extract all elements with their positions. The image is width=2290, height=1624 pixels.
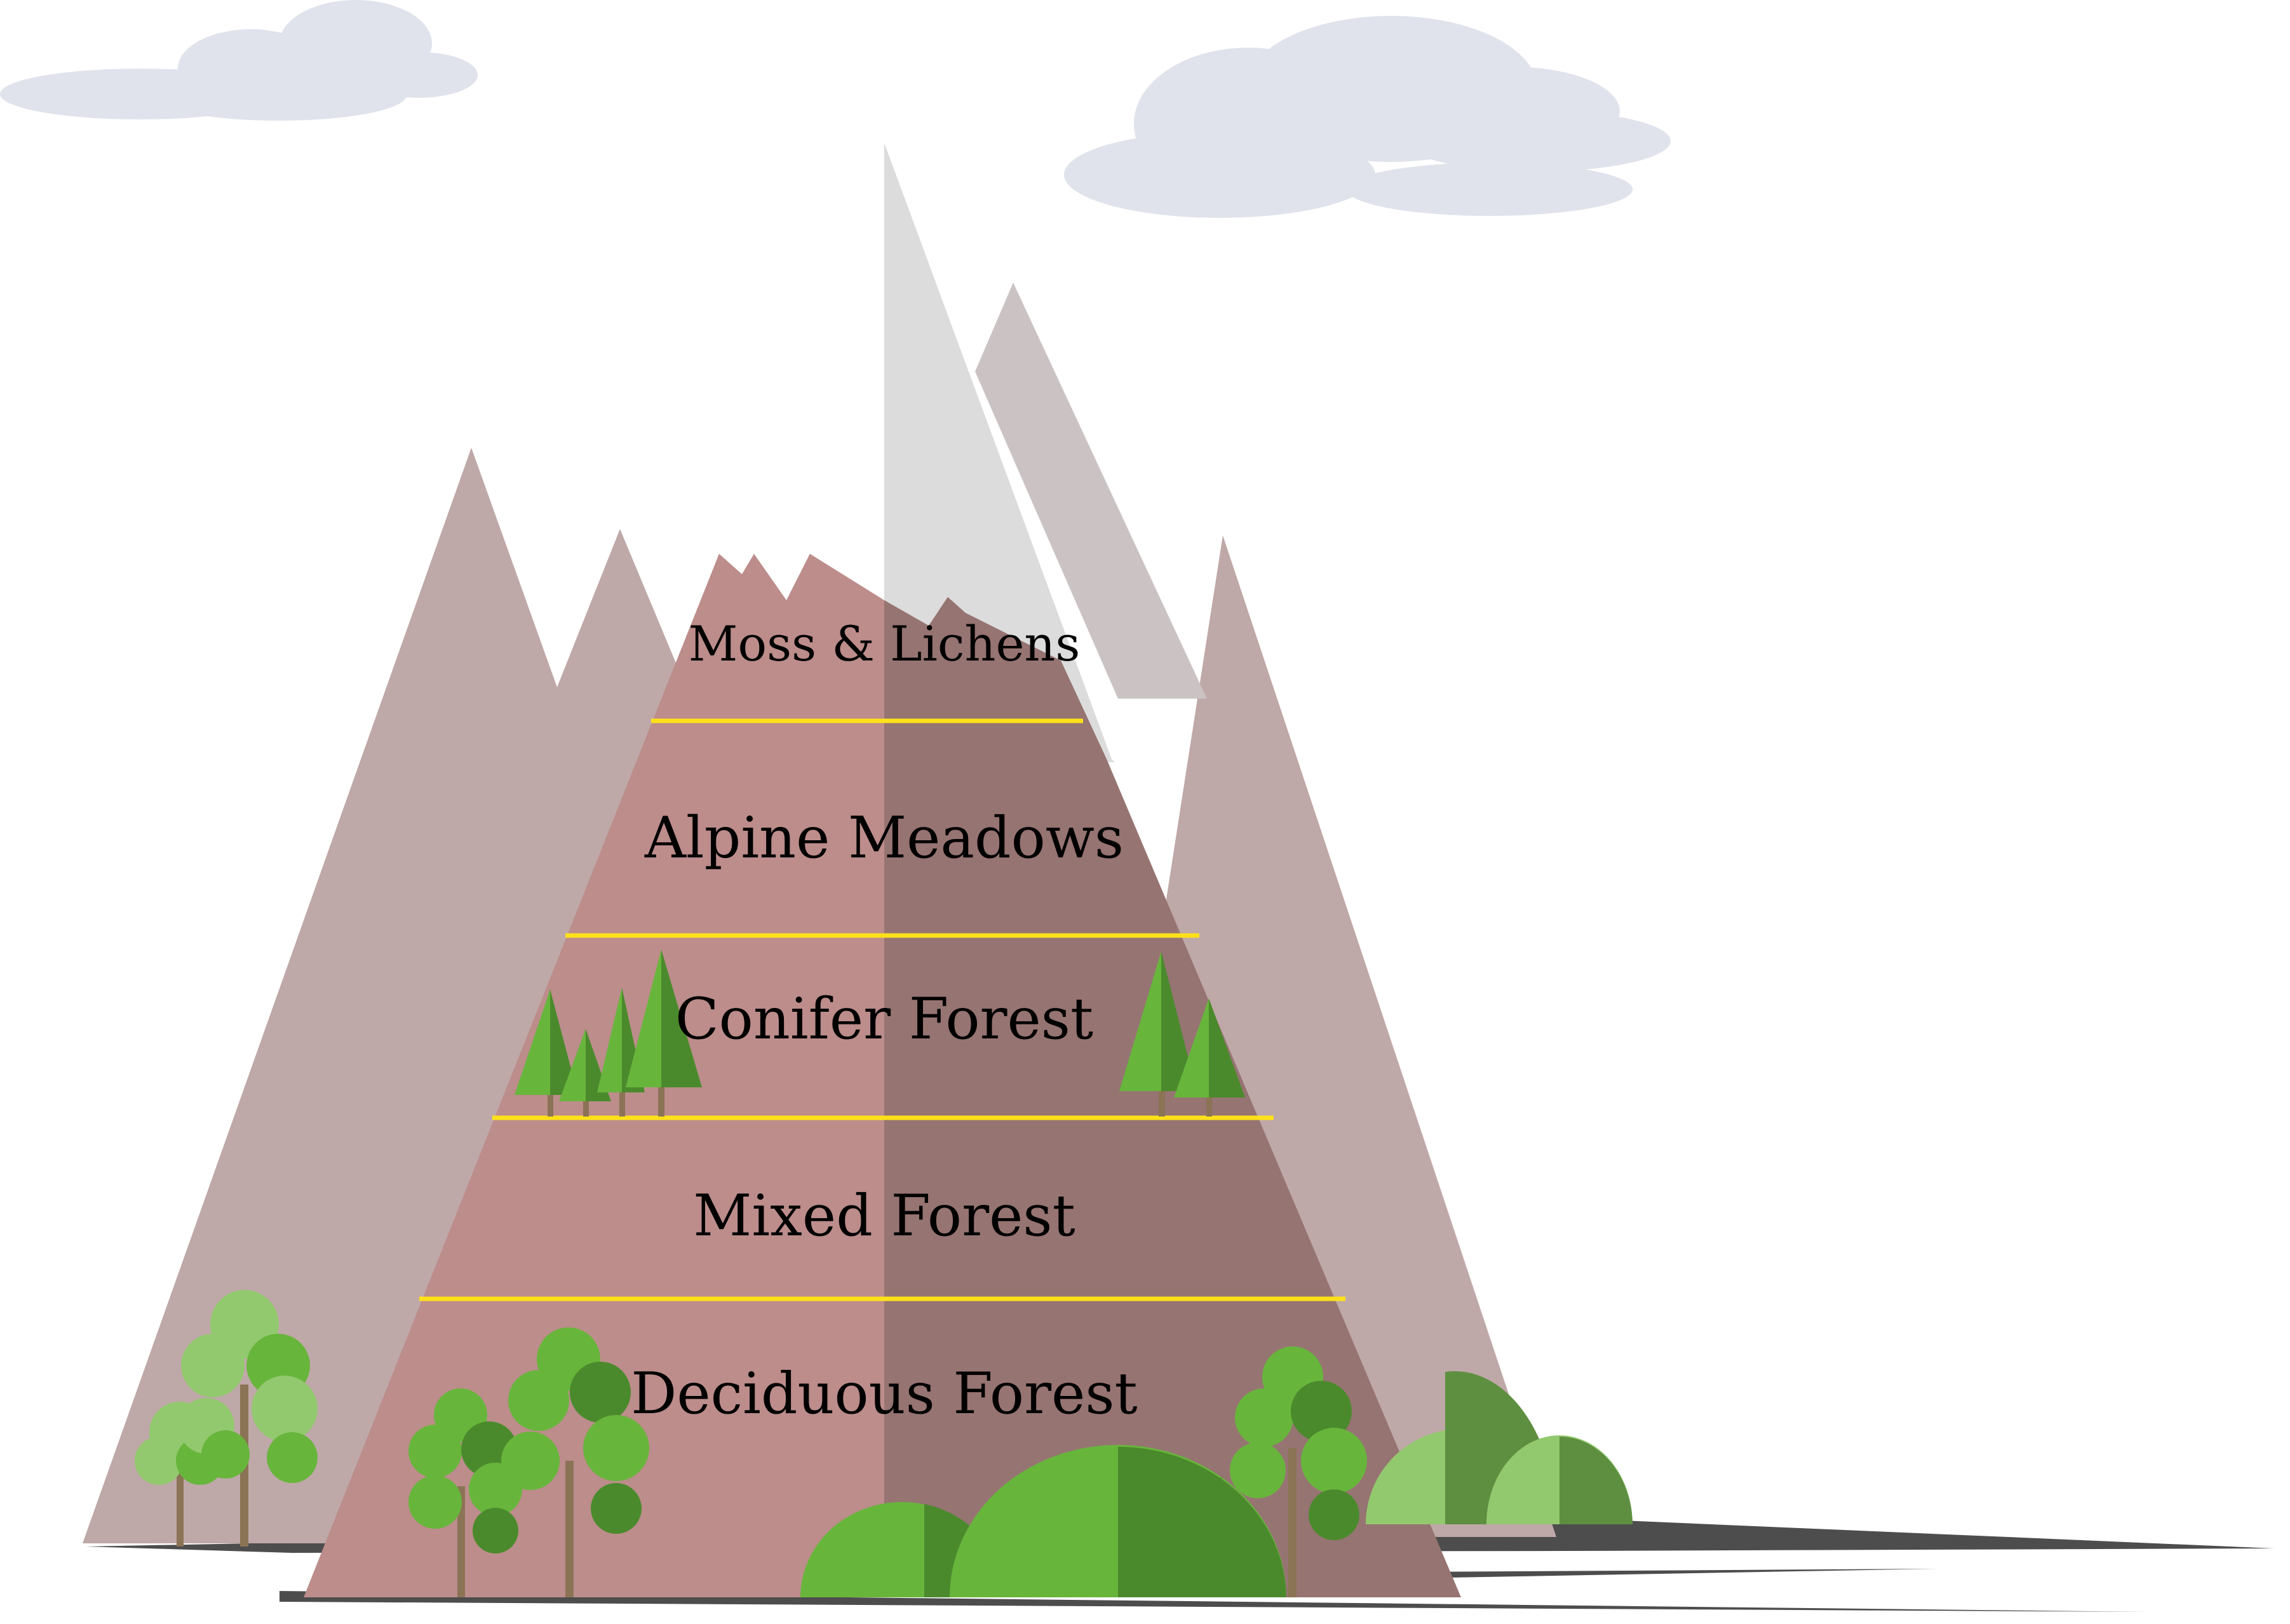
cloud-right	[1064, 16, 1671, 218]
deciduous-tree	[178, 1290, 318, 1547]
zone-dividers	[419, 718, 1345, 1301]
bushes-right	[1366, 1371, 1633, 1524]
conifer-trees	[515, 950, 1245, 1117]
zone-label-deciduous-forest: Deciduous Forest	[631, 1360, 1137, 1427]
zone-labels: Moss & Lichens Alpine Meadows Conifer Fo…	[631, 615, 1137, 1427]
zone-label-alpine-meadows: Alpine Meadows	[644, 805, 1124, 871]
conifer-tree	[1174, 998, 1245, 1117]
bushes-front	[800, 1445, 1286, 1597]
conifer-tree	[1119, 951, 1197, 1117]
zone-label-moss-lichens: Moss & Lichens	[689, 615, 1081, 672]
zone-label-mixed-forest: Mixed Forest	[693, 1183, 1075, 1249]
deciduous-trees-front	[408, 1327, 1367, 1597]
front-mountain-right-face	[884, 597, 1461, 1597]
zone-label-conifer-forest: Conifer Forest	[675, 986, 1093, 1052]
conifer-tree	[626, 950, 702, 1117]
deciduous-tree	[501, 1327, 649, 1597]
deciduous-tree	[1230, 1346, 1367, 1597]
deciduous-trees-back	[135, 1290, 318, 1547]
cloud-left	[0, 0, 478, 121]
